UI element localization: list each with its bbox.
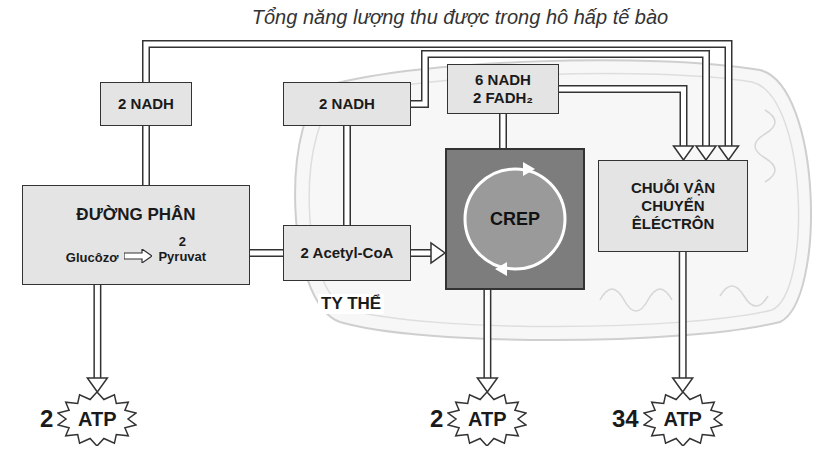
electron-chain-box: CHUỖI VẬN CHUYỂN ÊLÉCTRÔN [598,160,748,252]
arrowhead [696,146,716,160]
arrow-body [250,251,283,256]
atp-starburst: ATP [643,392,723,446]
arrowheads [477,378,497,392]
arrow-outline [142,126,150,185]
flow-arrow [503,114,504,148]
arrowhead [674,146,694,160]
flow-arrow [146,44,739,160]
arrowhead [719,146,739,160]
arrow-body [345,126,350,225]
arrowheads [719,146,739,160]
arrowheads [673,378,693,392]
atp-label: ATP [78,408,117,431]
flow-arrow [411,243,445,263]
arrow-outline [250,249,283,257]
flow-arrow [87,285,107,392]
mitochondrion-outline [295,60,811,340]
atp-count: 2 [430,405,443,433]
substrate-label: Glucôzơ [66,250,119,265]
crista [755,110,775,182]
region-label: TY THỂ [318,294,384,314]
node-text: 6 NADH 2 FADH₂ [457,71,549,107]
process-heading: ĐƯỜNG PHÂN [76,205,195,225]
acetyl-coa-box: 2 Acetyl-CoA [283,225,411,281]
cycle-arrowhead [523,162,535,176]
arrow-outline [93,285,101,379]
glycolysis-box: ĐƯỜNG PHÂN Glucôzơ 2 Pyruvat [22,185,250,285]
arrow-body [95,285,100,379]
atp-label: ATP [468,408,507,431]
cycle-name: CREP [490,209,540,230]
atp-starburst: ATP [57,392,137,446]
arrow-outline [411,249,432,257]
crista [720,286,768,306]
atp-count: 34 [612,405,639,433]
atp-burst: 2 ATP [40,392,137,446]
flow-arrow [250,253,283,254]
node-text: 2 NADH [319,95,375,113]
reaction-row: Glucôzơ 2 Pyruvat [66,235,206,265]
diagram-title: Tổng năng lượng thu được trong hô hấp tế… [120,6,800,29]
arrow-body [144,126,149,185]
node-text: CHUỖI VẬN CHUYỂN ÊLÉCTRÔN [608,179,738,233]
starburst-outline [644,392,722,446]
arrowhead [477,378,497,392]
atp-count: 2 [40,405,53,433]
product-label: 2 Pyruvat [158,235,206,265]
arrow-outline [559,89,684,147]
arrowhead [673,378,693,392]
arrow-body [411,251,432,256]
reaction-arrow [124,249,152,263]
flow-arrow [477,290,497,392]
node-text: 2 NADH [118,95,174,113]
nadh-box: 2 NADH [283,82,411,126]
arrowheads [674,146,694,160]
arrow-outline [146,44,729,147]
starburst-outline [58,392,136,446]
atp-burst: 34 ATP [612,392,723,446]
starburst-outline [448,392,526,446]
nadh-box: 2 NADH [100,82,192,126]
atp-starburst: ATP [447,392,527,446]
arrowheads [696,146,716,160]
arrow-outline [411,54,706,147]
arrow-body [559,89,684,147]
arrowheads [431,243,445,263]
arrow-outline [499,114,507,148]
crista [600,289,672,311]
arrow-body [485,290,490,379]
nadh-fadh-box: 6 NADH 2 FADH₂ [447,64,559,114]
krebs-cycle-box: CREP [445,148,585,290]
node-text: 2 Acetyl-CoA [301,244,394,262]
arrowheads [87,378,107,392]
flow-arrow [146,126,147,185]
arrowhead [87,378,107,392]
cycle-circle [465,169,565,269]
atp-label: ATP [663,408,702,431]
arrow-outline [343,126,351,225]
arrow-body [501,114,506,148]
arrow-outline [679,252,687,379]
arrow-body [680,252,685,379]
arrow-body [146,44,729,147]
arrowhead [431,243,445,263]
atp-burst: 2 ATP [430,392,527,446]
arrow-outline [483,290,491,379]
reaction-arrow-shape [124,249,152,263]
flow-arrow [411,54,716,160]
cycle-arrowhead [495,262,507,276]
arrow-body [411,54,706,147]
flow-arrow [347,126,348,225]
flow-arrow [673,252,693,392]
